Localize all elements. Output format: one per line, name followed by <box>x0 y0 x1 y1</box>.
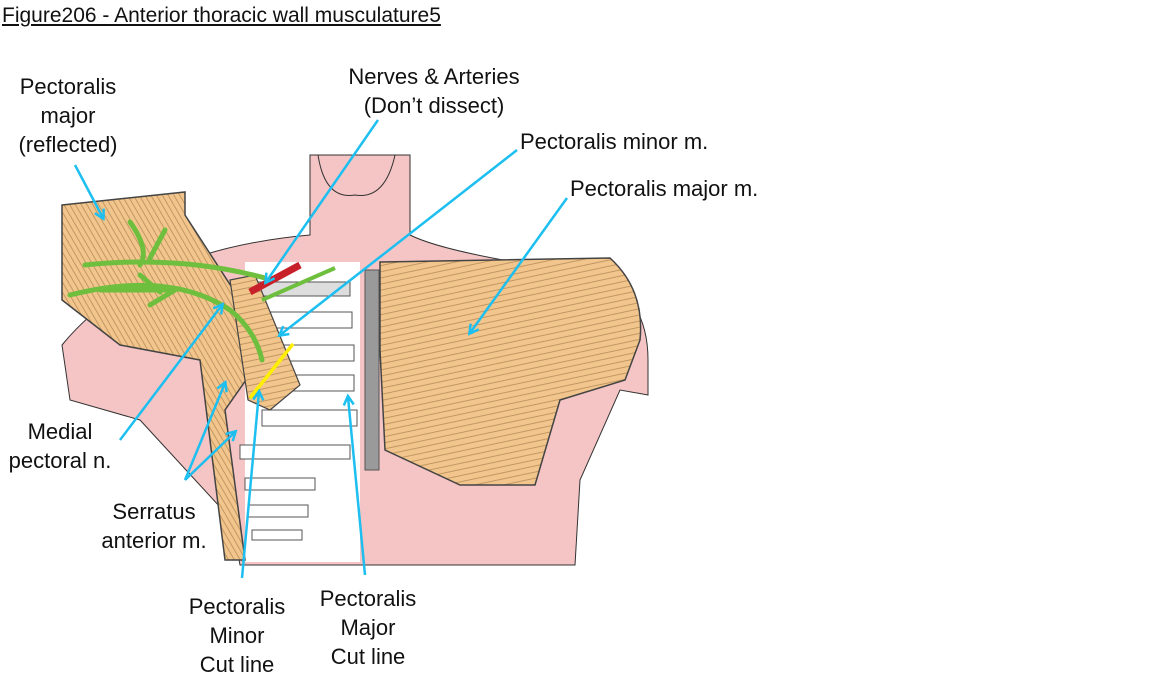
arrow-serratus-2 <box>184 432 235 481</box>
pectoralis-major-muscle <box>379 257 642 486</box>
label-line: Cut line <box>199 652 275 677</box>
label-line: Serratus <box>112 499 196 524</box>
label-line: Minor <box>209 623 265 648</box>
pointer-arrows <box>73 119 569 579</box>
label-line: (Don’t dissect) <box>363 93 505 118</box>
label-line: Pectoralis minor m. <box>520 129 709 154</box>
label-nerves-arteries: Nerves & Arteries (Don’t dissect) <box>334 62 534 120</box>
label-medial-pectoral: Medial pectoral n. <box>0 417 120 475</box>
arrow-minor-cut <box>240 392 259 579</box>
label-line: Nerves & Arteries <box>348 64 520 89</box>
pectoralis-major-reflected-muscle <box>61 191 261 561</box>
label-pect-major-cut: Pectoralis Major Cut line <box>308 584 428 671</box>
label-pect-major-reflected: Pectoralis major (reflected) <box>8 72 128 159</box>
figure-title: Figure206 - Anterior thoracic wall muscu… <box>2 4 441 27</box>
label-line: Pectoralis <box>319 586 417 611</box>
label-line: Medial <box>27 419 93 444</box>
arrow-serratus-1 <box>183 383 225 481</box>
label-line: Cut line <box>330 644 406 669</box>
arrow-nerves <box>266 119 380 282</box>
label-line: Pectoralis <box>188 594 286 619</box>
vein <box>261 266 336 302</box>
label-line: Major <box>340 615 396 640</box>
label-line: anterior m. <box>101 528 207 553</box>
arrow-reflected <box>73 164 103 218</box>
nerves <box>67 219 268 363</box>
label-line: Pectoralis <box>19 74 117 99</box>
label-line: pectoral n. <box>8 448 112 473</box>
arrow-medial-pectoral <box>119 305 222 441</box>
arrow-pect-major <box>470 197 569 333</box>
label-line: major <box>40 103 96 128</box>
arrow-major-cut <box>348 397 367 576</box>
label-serratus: Serratus anterior m. <box>89 497 219 555</box>
label-line: (reflected) <box>18 132 118 157</box>
label-pect-major: Pectoralis major m. <box>570 174 758 203</box>
sternum <box>364 269 380 471</box>
label-pect-minor: Pectoralis minor m. <box>520 127 708 156</box>
arrow-pect-minor <box>280 149 518 335</box>
label-pect-minor-cut: Pectoralis Minor Cut line <box>177 592 297 679</box>
neck-outline <box>317 154 396 196</box>
label-line: Pectoralis major m. <box>570 176 759 201</box>
